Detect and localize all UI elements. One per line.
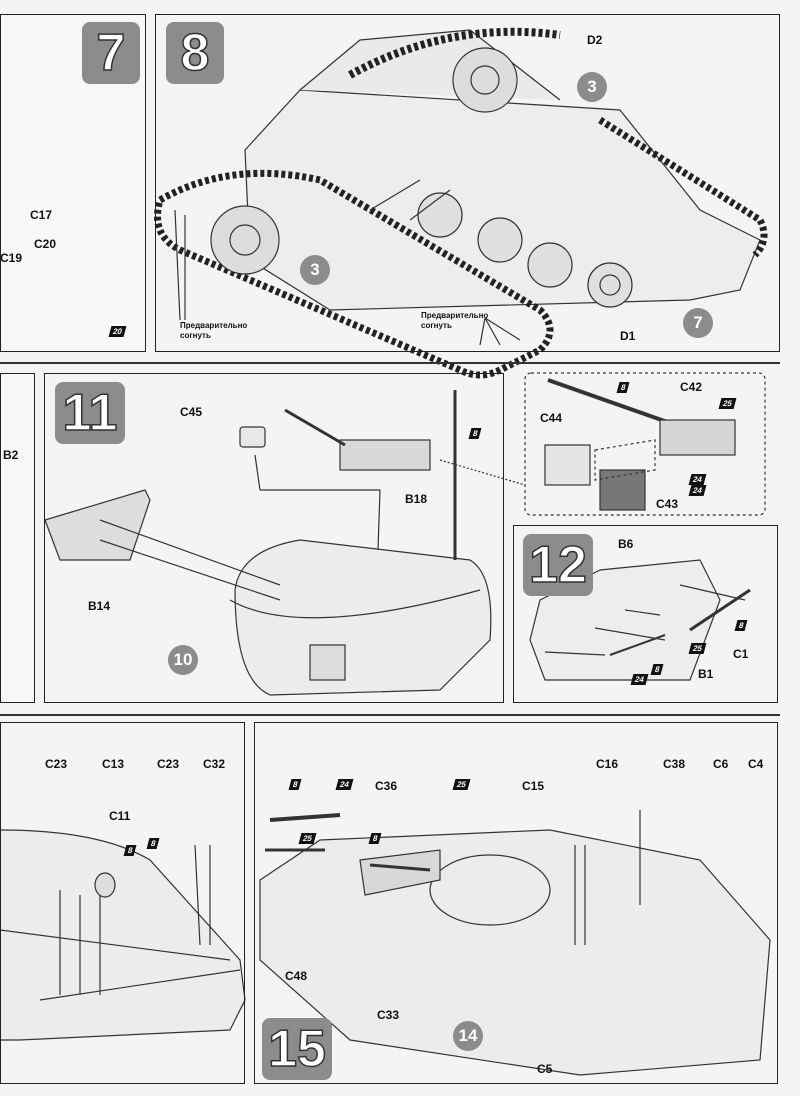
part-label-C45: C45 xyxy=(180,405,203,419)
paint-tag: 24 xyxy=(335,779,354,790)
part-label-C6: C6 xyxy=(713,757,729,771)
part-label-C11: C11 xyxy=(109,809,131,823)
paint-tag: 24 xyxy=(630,674,649,685)
note-prebend-left: Предварительно согнуть xyxy=(180,321,248,340)
part-label-C13: C13 xyxy=(102,757,125,771)
divider-line xyxy=(0,362,780,364)
part-label-B18: B18 xyxy=(405,492,428,506)
note-prebend-right: Предварительно согнуть xyxy=(421,311,489,330)
paint-tag: 20 xyxy=(108,326,127,337)
paint-tag: 25 xyxy=(688,643,707,654)
step15-right-hull-art xyxy=(259,810,771,1076)
step-number-15: 15 xyxy=(262,1018,332,1080)
step-number-7: 7 xyxy=(82,22,140,84)
part-label-B1: B1 xyxy=(698,667,714,681)
panel-step8 xyxy=(155,14,780,352)
part-label-B14: B14 xyxy=(88,599,111,613)
part-label-C36: C36 xyxy=(375,779,398,793)
paint-tag: 24 xyxy=(688,485,707,496)
part-label-D2: D2 xyxy=(587,33,603,47)
panel-step15 xyxy=(254,722,778,1084)
part-label-B6: B6 xyxy=(618,537,634,551)
step8-hull-art xyxy=(154,27,768,379)
subassembly-7: 7 xyxy=(683,308,713,338)
divider-line xyxy=(0,714,780,716)
paint-tag: 25 xyxy=(718,398,737,409)
part-label-C42: C42 xyxy=(680,380,703,394)
part-label-C5: C5 xyxy=(537,1062,553,1076)
part-label-C4: C4 xyxy=(748,757,764,771)
part-label-C23-right: C23 xyxy=(157,757,180,771)
step15-left-hull-art xyxy=(0,829,246,1041)
part-label-C1: C1 xyxy=(733,647,749,661)
part-label-C32: C32 xyxy=(203,757,226,771)
step-number-11: 11 xyxy=(55,382,125,444)
part-label-C33: C33 xyxy=(377,1008,400,1022)
paint-tag: 25 xyxy=(452,779,471,790)
part-label-C23-left: C23 xyxy=(45,757,68,771)
paint-tag: 25 xyxy=(298,833,317,844)
panel-step11 xyxy=(44,373,504,703)
step-number-8: 8 xyxy=(166,22,224,84)
part-label-C38: C38 xyxy=(663,757,686,771)
part-label-B2: B2 xyxy=(3,448,19,462)
part-label-D1: D1 xyxy=(620,329,636,343)
part-label-C48: C48 xyxy=(285,969,308,983)
subassembly-10: 10 xyxy=(168,645,198,675)
part-label-C16: C16 xyxy=(596,757,619,771)
panel-step10-partial xyxy=(0,373,35,703)
part-label-C15: C15 xyxy=(522,779,545,793)
subassembly-3-bottom: 3 xyxy=(300,255,330,285)
part-label-C20: C20 xyxy=(34,237,57,251)
subassembly-14: 14 xyxy=(453,1021,483,1051)
part-label-C44: C44 xyxy=(540,411,563,425)
panel-step15-left xyxy=(0,722,245,1084)
subassembly-3-top: 3 xyxy=(577,72,607,102)
paint-tag: 24 xyxy=(688,474,707,485)
panel-step12 xyxy=(513,525,778,703)
step11-turret-art xyxy=(44,372,766,696)
step-number-12: 12 xyxy=(523,534,593,596)
part-label-C19: C19 xyxy=(0,251,23,265)
part-label-C43: C43 xyxy=(656,497,679,511)
part-label-C17: C17 xyxy=(30,208,53,222)
